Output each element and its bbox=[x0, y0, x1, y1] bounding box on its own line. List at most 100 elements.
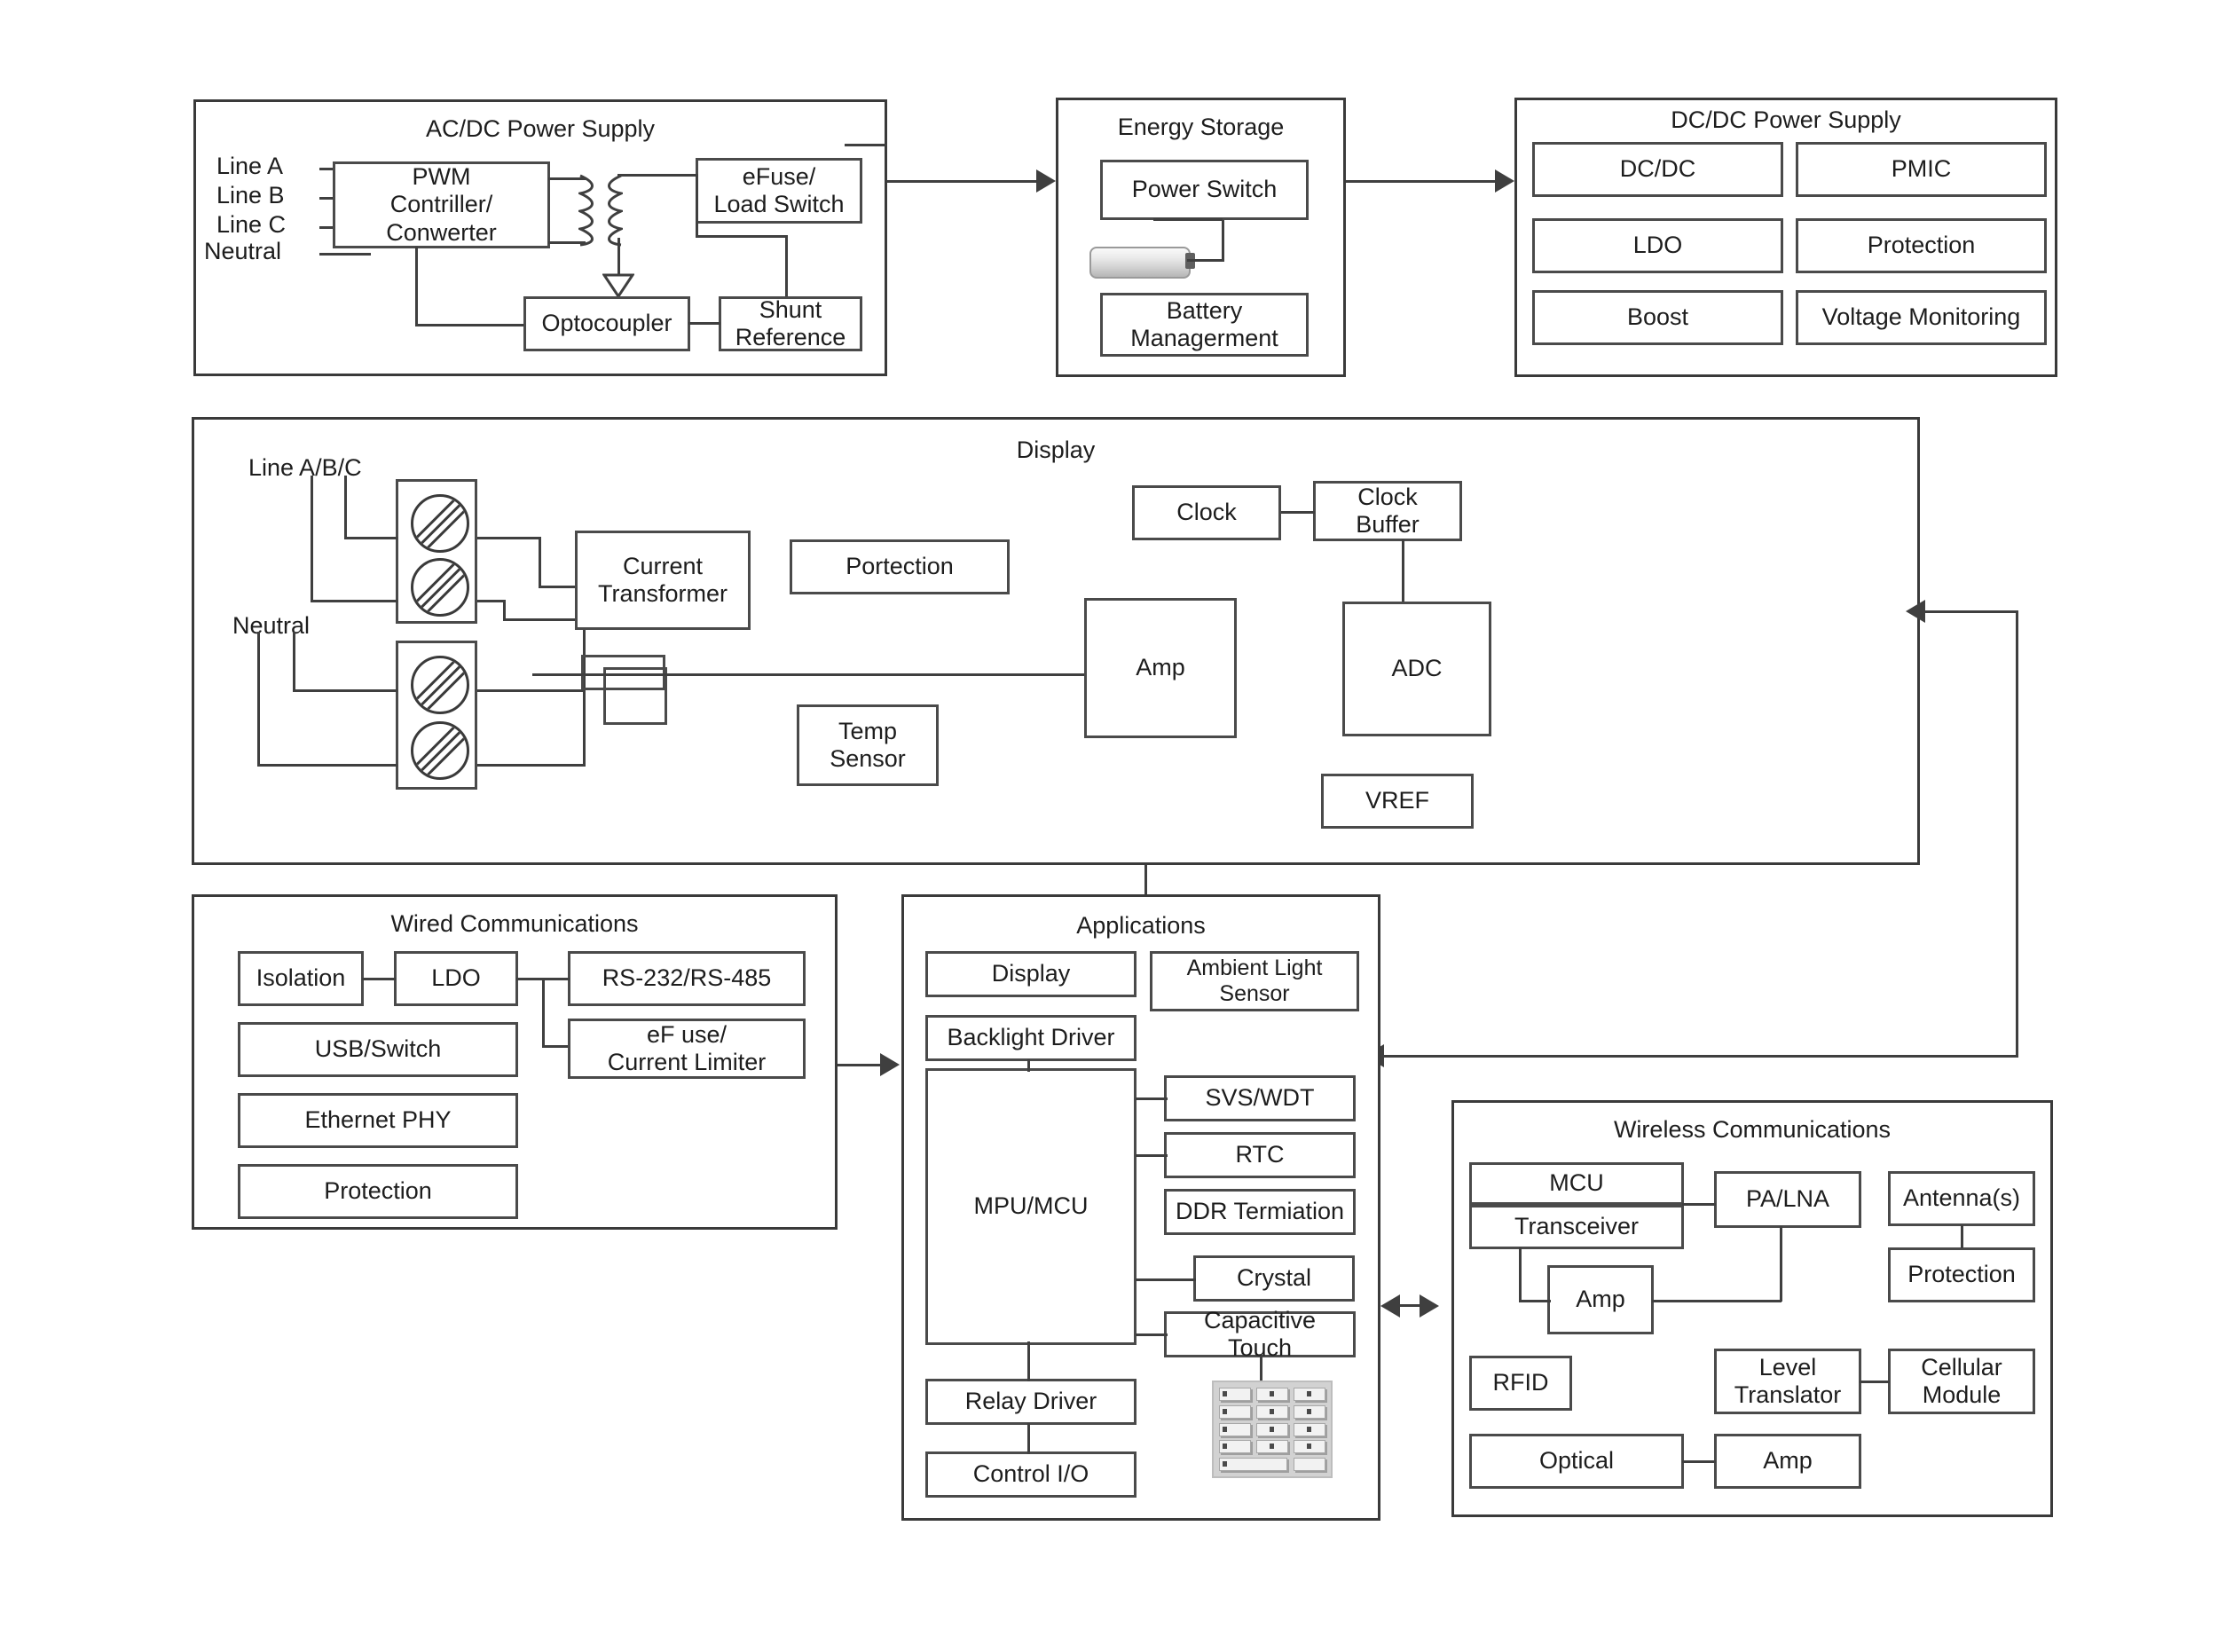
block-ambient-light-sensor: Ambient Light Sensor bbox=[1150, 951, 1359, 1011]
block-rs232-rs485: RS-232/RS-485 bbox=[568, 951, 806, 1006]
block-ldo-wired: LDO bbox=[394, 951, 518, 1006]
group-title-dcdc: DC/DC Power Supply bbox=[1671, 106, 1901, 133]
block-ldo-dcdc: LDO bbox=[1532, 218, 1783, 273]
efuse-line1: eFuse/ bbox=[742, 162, 816, 190]
cell-line1: Cellular bbox=[1921, 1353, 2002, 1381]
screw-terminal-icon bbox=[411, 656, 469, 714]
shunt-resistor-symbol-2 bbox=[603, 667, 667, 725]
arrow-wired-to-applications bbox=[880, 1053, 900, 1076]
pwm-line3: Conwerter bbox=[386, 218, 497, 246]
pwm-line1: PWM bbox=[412, 163, 471, 191]
label-line-c: Line C bbox=[216, 211, 287, 238]
group-title-wired: Wired Communications bbox=[390, 910, 639, 937]
block-relay-driver: Relay Driver bbox=[925, 1379, 1137, 1425]
block-boost: Boost bbox=[1532, 290, 1783, 345]
screw-terminal-icon bbox=[411, 494, 469, 553]
ct-line1: Current bbox=[622, 552, 704, 579]
block-protection-dcdc: Protection bbox=[1796, 218, 2047, 273]
battery-mgmt-line1: Battery bbox=[1166, 296, 1243, 324]
label-line-a: Line A bbox=[216, 153, 284, 179]
group-title-display: Display bbox=[1016, 437, 1096, 463]
screw-terminal-icon bbox=[411, 721, 469, 780]
block-mpu-mcu: MPU/MCU bbox=[925, 1068, 1137, 1345]
block-voltage-monitoring: Voltage Monitoring bbox=[1796, 290, 2047, 345]
clockbuf-line1: Clock bbox=[1357, 483, 1418, 510]
label-neutral-display: Neutral bbox=[232, 612, 311, 639]
block-usb-switch: USB/Switch bbox=[238, 1022, 518, 1077]
shunt-line1: Shunt bbox=[759, 295, 822, 323]
block-amp-display: Amp bbox=[1084, 598, 1237, 738]
arrow-apps-wireless-right bbox=[1420, 1294, 1439, 1318]
block-power-switch: Power Switch bbox=[1100, 160, 1309, 220]
block-svs-wdt: SVS/WDT bbox=[1164, 1075, 1356, 1121]
pwm-line2: Contriller/ bbox=[389, 191, 493, 218]
label-neutral-acdc: Neutral bbox=[204, 238, 282, 264]
block-efuse-load-switch: eFuse/ Load Switch bbox=[696, 158, 862, 224]
arrow-into-display-right bbox=[1906, 600, 1925, 623]
arrow-energy-to-dcdc bbox=[1495, 169, 1514, 193]
block-pwm-controller: PWM Contriller/ Conwerter bbox=[333, 161, 550, 248]
wired-efuse-line2: Current Limiter bbox=[607, 1049, 767, 1075]
block-clock-buffer: Clock Buffer bbox=[1313, 481, 1462, 541]
block-display-app: Display bbox=[925, 951, 1137, 997]
block-efuse-current-limiter: eF use/ Current Limiter bbox=[568, 1019, 806, 1079]
clockbuf-line2: Buffer bbox=[1356, 511, 1420, 538]
label-line-abc: Line A/B/C bbox=[248, 454, 362, 481]
block-cellular-module: Cellular Module bbox=[1888, 1349, 2035, 1414]
block-rtc: RTC bbox=[1164, 1132, 1356, 1178]
block-protection-wireless: Protection bbox=[1888, 1247, 2035, 1302]
block-control-io: Control I/O bbox=[925, 1451, 1137, 1498]
block-pa-lna: PA/LNA bbox=[1714, 1171, 1861, 1228]
ct-line2: Transformer bbox=[597, 580, 728, 607]
block-protection-display: Portection bbox=[790, 539, 1010, 594]
block-amp-wireless-bottom: Amp bbox=[1714, 1434, 1861, 1489]
ambient-line1: Ambient Light bbox=[1186, 956, 1323, 981]
shunt-resistor-symbol-1 bbox=[581, 655, 665, 690]
block-current-transformer: Current Transformer bbox=[575, 531, 751, 630]
temp-line2: Sensor bbox=[830, 745, 906, 772]
block-crystal: Crystal bbox=[1193, 1255, 1355, 1302]
block-battery-management: Battery Managerment bbox=[1100, 293, 1309, 357]
level-line1: Level bbox=[1758, 1353, 1817, 1381]
shunt-line2: Reference bbox=[735, 324, 846, 350]
arrow-apps-wireless-left bbox=[1380, 1294, 1400, 1318]
ambient-line2: Sensor bbox=[1219, 981, 1290, 1006]
block-level-translator: Level Translator bbox=[1714, 1349, 1861, 1414]
block-amp-wireless-top: Amp bbox=[1547, 1265, 1654, 1334]
group-title-wireless: Wireless Communications bbox=[1613, 1116, 1892, 1143]
battery-cell-icon bbox=[1089, 247, 1195, 279]
block-shunt-reference: Shunt Reference bbox=[719, 296, 862, 351]
block-dcdc: DC/DC bbox=[1532, 142, 1783, 197]
label-line-b: Line B bbox=[216, 182, 285, 208]
block-capacitive-touch: Capacitive Touch bbox=[1164, 1307, 1356, 1361]
block-ethernet-phy: Ethernet PHY bbox=[238, 1093, 518, 1148]
keypad-icon bbox=[1212, 1381, 1333, 1478]
group-title-acdc: AC/DC Power Supply bbox=[425, 115, 656, 142]
transformer-secondary-coil bbox=[608, 174, 623, 247]
group-title-energy: Energy Storage bbox=[1117, 114, 1285, 140]
block-protection-wired: Protection bbox=[238, 1164, 518, 1219]
transformer-primary-coil bbox=[578, 174, 594, 247]
efuse-line2: Load Switch bbox=[713, 191, 845, 217]
cell-line2: Module bbox=[1922, 1381, 2002, 1408]
block-ddr-termination: DDR Termiation bbox=[1164, 1189, 1356, 1235]
block-isolation: Isolation bbox=[238, 951, 364, 1006]
block-temp-sensor: Temp Sensor bbox=[797, 704, 939, 786]
level-line2: Translator bbox=[1734, 1381, 1842, 1408]
wired-efuse-line1: eF use/ bbox=[646, 1020, 728, 1048]
screw-terminal-block-neutral bbox=[396, 641, 477, 790]
temp-line1: Temp bbox=[838, 717, 898, 744]
block-antenna: Antenna(s) bbox=[1888, 1171, 2035, 1226]
open-arrowhead-down bbox=[602, 273, 634, 298]
battery-mgmt-line2: Managerment bbox=[1130, 325, 1278, 351]
block-mcu-wireless: MCU bbox=[1469, 1162, 1684, 1205]
arrow-acdc-to-energy bbox=[1036, 169, 1056, 193]
group-title-applications: Applications bbox=[1076, 912, 1206, 939]
block-clock: Clock bbox=[1132, 485, 1281, 540]
block-optical: Optical bbox=[1469, 1434, 1684, 1489]
screw-terminal-icon bbox=[411, 558, 469, 617]
block-adc: ADC bbox=[1342, 602, 1491, 736]
group-display bbox=[192, 417, 1920, 865]
screw-terminal-block-line bbox=[396, 479, 477, 624]
